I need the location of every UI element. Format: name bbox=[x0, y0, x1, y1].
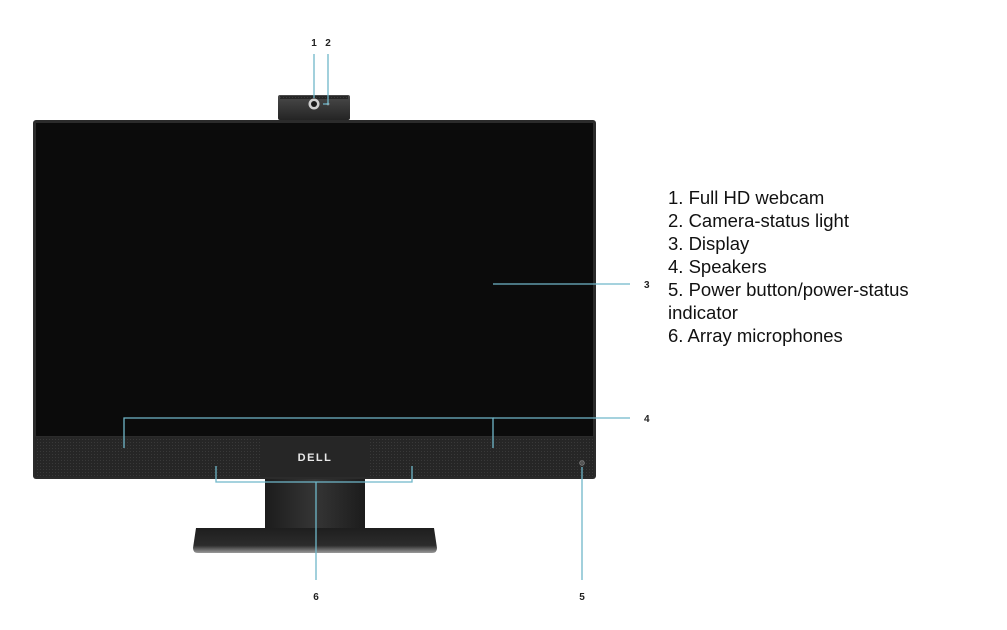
legend-item-display: 3. Display bbox=[668, 233, 750, 254]
legend-item-power-button: 5. Power button/power-status indicator bbox=[668, 279, 909, 323]
stand-neck bbox=[265, 478, 365, 530]
stand-base bbox=[193, 528, 437, 553]
leader-2 bbox=[323, 54, 329, 105]
legend-item-speakers: 4. Speakers bbox=[668, 256, 767, 277]
callout-4: 4 bbox=[644, 414, 650, 425]
legend-item-webcam: 1. Full HD webcam bbox=[668, 187, 825, 208]
leader-4-left bbox=[123, 417, 494, 448]
callout-2: 2 bbox=[325, 38, 331, 49]
dell-logo: DELL bbox=[298, 452, 333, 464]
webcam-lens-inner bbox=[311, 101, 317, 107]
legend-item-array-microphones: 6. Array microphones bbox=[668, 325, 843, 346]
power-button[interactable] bbox=[579, 460, 585, 466]
monitor: DELL bbox=[33, 120, 596, 479]
leader-6-bracket bbox=[215, 466, 413, 483]
legend: 1. Full HD webcam 2. Camera-status light… bbox=[668, 186, 968, 347]
callout-1: 1 bbox=[311, 38, 317, 49]
callout-numbers: 1 2 3 4 5 6 bbox=[311, 38, 650, 603]
display bbox=[36, 123, 593, 436]
webcam bbox=[278, 95, 350, 120]
stand bbox=[193, 478, 437, 553]
legend-item-camera-status-light: 2. Camera-status light bbox=[668, 210, 849, 231]
logo-panel bbox=[262, 438, 368, 476]
callout-3: 3 bbox=[644, 280, 650, 291]
leader-lines bbox=[123, 54, 630, 580]
callout-6: 6 bbox=[313, 592, 319, 603]
callout-5: 5 bbox=[579, 592, 585, 603]
